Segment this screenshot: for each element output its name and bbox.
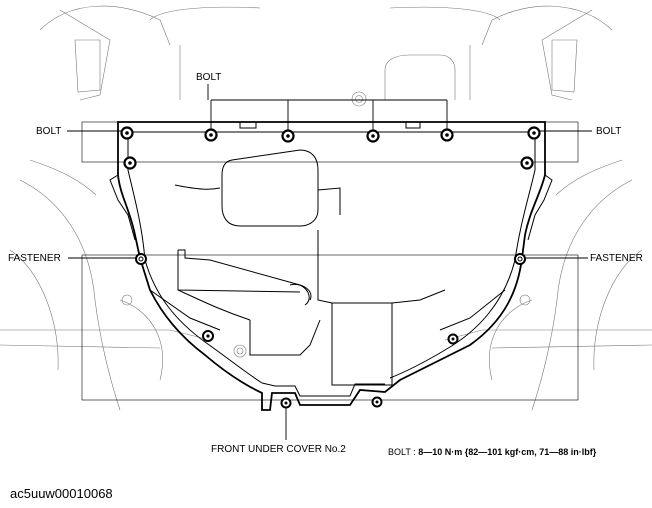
bolt-markers <box>120 126 541 409</box>
front-under-cover <box>109 121 553 411</box>
bolt-right-label: BOLT <box>596 126 621 137</box>
part-name-label: FRONT UNDER COVER No.2 <box>211 444 346 455</box>
bolt-left-label: BOLT <box>36 126 61 137</box>
bolt-icon <box>204 128 218 142</box>
leader-lines <box>67 84 592 440</box>
reference-frame <box>81 121 579 401</box>
bolt-icon <box>123 156 137 170</box>
bolt-icon <box>371 396 383 408</box>
fastener-markers <box>135 253 526 265</box>
bolt-icon <box>202 330 214 342</box>
fastener-icon <box>135 253 147 265</box>
bolt-icon <box>440 128 454 142</box>
torque-spec: BOLT : 8—10 N·m {82—101 kgf·cm, 71—88 in… <box>388 447 597 457</box>
bolt-top-label: BOLT <box>196 72 221 83</box>
torque-prefix: BOLT : <box>388 447 418 457</box>
bolt-icon <box>527 126 541 140</box>
figure-id: ac5uuw00010068 <box>10 486 113 501</box>
bolt-icon <box>366 129 380 143</box>
fastener-icon <box>514 253 526 265</box>
bolt-icon <box>520 156 534 170</box>
cover-interior <box>149 122 506 386</box>
bolt-icon <box>120 126 134 140</box>
bolt-icon <box>447 333 459 345</box>
torque-value: 8—10 N·m {82—101 kgf·cm, 71—88 in·lbf} <box>418 447 597 457</box>
fastener-left-label: FASTENER <box>8 253 61 264</box>
bolt-icon <box>281 129 295 143</box>
fastener-right-label: FASTENER <box>590 253 643 264</box>
bolt-icon <box>280 397 292 409</box>
vehicle-structure <box>0 5 652 411</box>
